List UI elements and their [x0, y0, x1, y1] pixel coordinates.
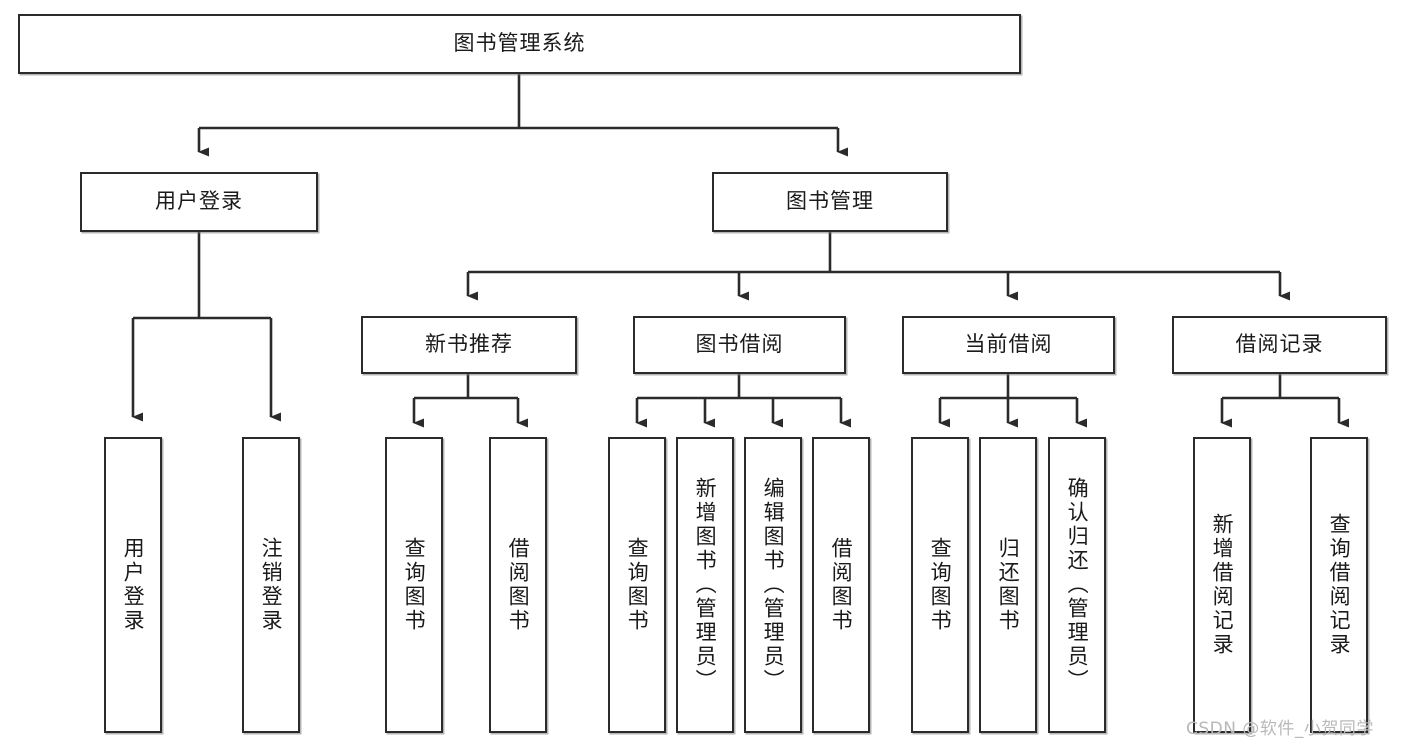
node-label: 注销登录 [259, 537, 284, 633]
leaf-add-borrowing-record[interactable]: 新增借阅记录 [1193, 437, 1251, 733]
node-label: 查询图书 [402, 537, 427, 633]
node-current-borrowing[interactable]: 当前借阅 [902, 316, 1115, 374]
node-label: 编辑图书（管理员） [761, 477, 786, 693]
node-label: 查询图书 [928, 537, 953, 633]
leaf-add-book-admin[interactable]: 新增图书（管理员） [676, 437, 734, 733]
node-label: 借阅记录 [1235, 332, 1324, 357]
node-label: 新增借阅记录 [1210, 513, 1235, 657]
node-borrowing-record[interactable]: 借阅记录 [1172, 316, 1387, 374]
node-label: 查询图书 [625, 537, 650, 633]
node-label: 图书管理 [786, 189, 874, 214]
leaf-borrow-book-new-book-rec[interactable]: 借阅图书 [489, 437, 547, 733]
node-label: 用户登录 [121, 537, 146, 633]
node-label: 借阅图书 [506, 537, 531, 633]
node-label: 当前借阅 [964, 332, 1053, 357]
leaf-borrow-book-borrowing[interactable]: 借阅图书 [812, 437, 870, 733]
node-label: 查询借阅记录 [1327, 513, 1352, 657]
leaf-edit-book-admin[interactable]: 编辑图书（管理员） [744, 437, 802, 733]
node-root-book-management-system[interactable]: 图书管理系统 [18, 14, 1021, 74]
node-label: 借阅图书 [829, 537, 854, 633]
leaf-query-book-current-borrowing[interactable]: 查询图书 [911, 437, 969, 733]
leaf-query-borrowing-record[interactable]: 查询借阅记录 [1310, 437, 1368, 733]
node-label: 图书管理系统 [453, 31, 586, 56]
node-label: 用户登录 [155, 189, 243, 214]
node-label: 确认归还（管理员） [1065, 477, 1090, 693]
node-label: 新书推荐 [425, 332, 513, 357]
watermark-text: CSDN @软件_小贺同学 [1186, 719, 1374, 739]
node-label: 新增图书（管理员） [693, 477, 718, 693]
leaf-user-login[interactable]: 用户登录 [104, 437, 162, 733]
node-book-management[interactable]: 图书管理 [712, 172, 948, 232]
leaf-return-book[interactable]: 归还图书 [979, 437, 1037, 733]
leaf-query-book-borrowing[interactable]: 查询图书 [608, 437, 666, 733]
node-user-login[interactable]: 用户登录 [80, 172, 318, 232]
node-label: 归还图书 [996, 537, 1021, 633]
leaf-confirm-return-admin[interactable]: 确认归还（管理员） [1048, 437, 1106, 733]
leaf-logout[interactable]: 注销登录 [242, 437, 300, 733]
leaf-query-book-new-book-rec[interactable]: 查询图书 [385, 437, 443, 733]
node-label: 图书借阅 [695, 332, 784, 357]
node-new-book-recommendation[interactable]: 新书推荐 [361, 316, 577, 374]
node-book-borrowing[interactable]: 图书借阅 [633, 316, 846, 374]
